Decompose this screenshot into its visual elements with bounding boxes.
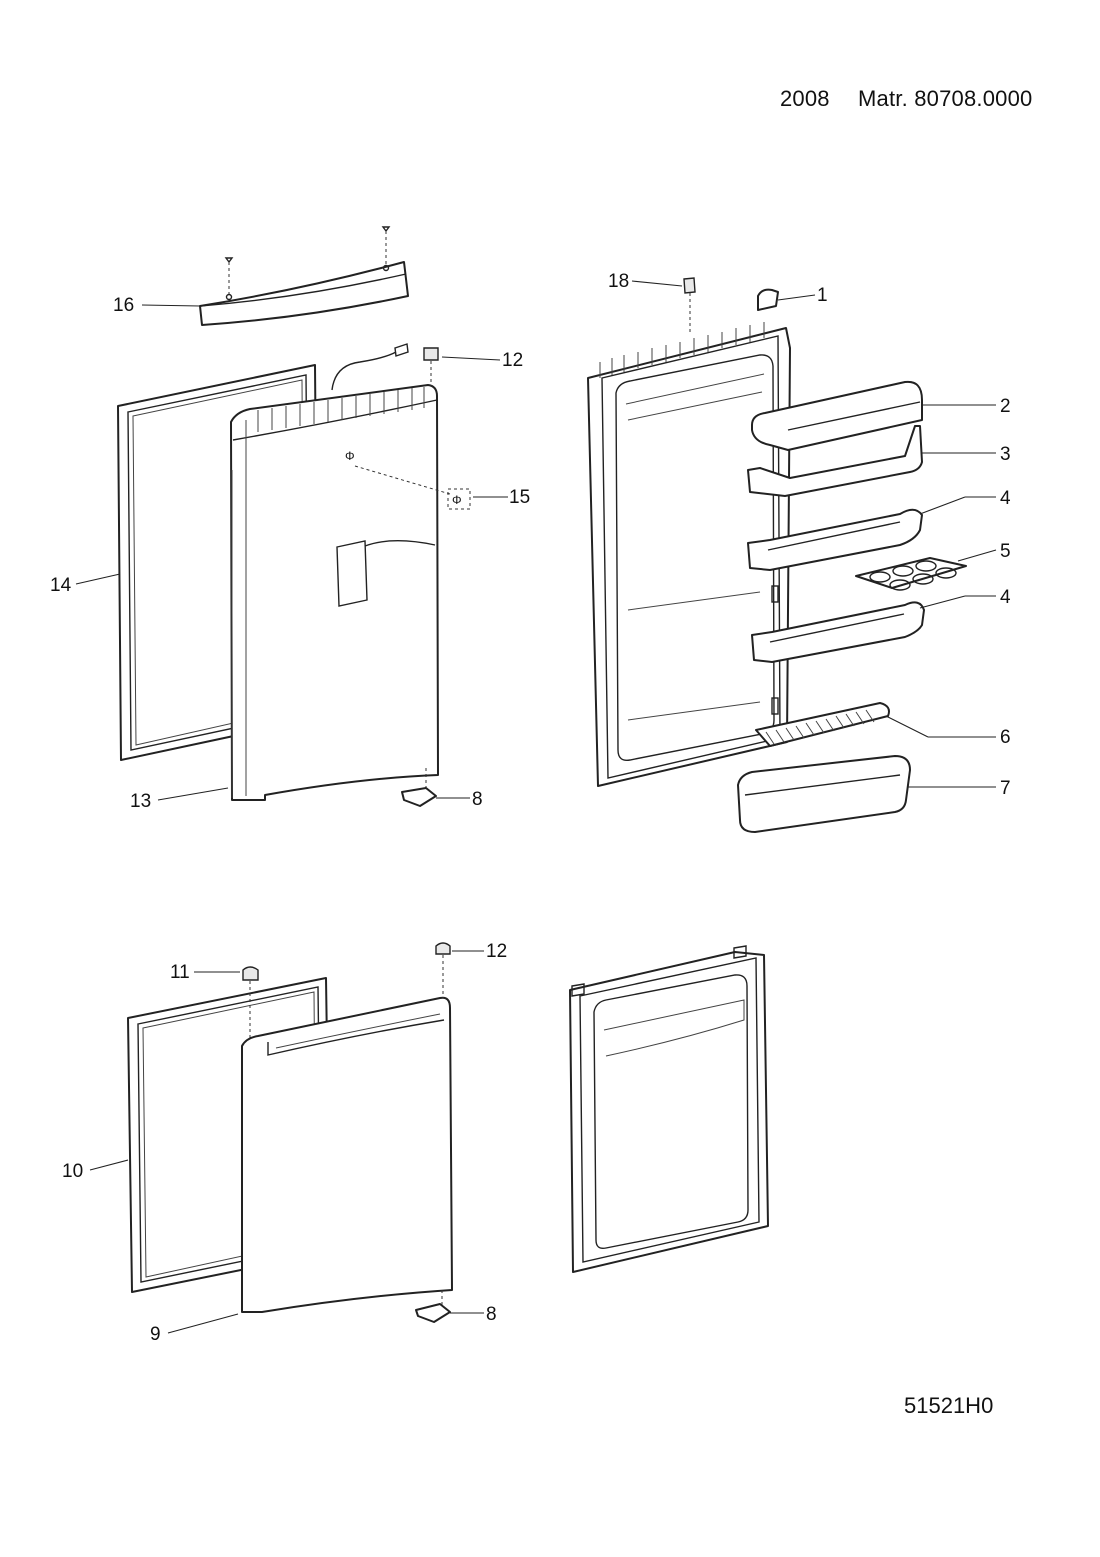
callout-8-upper: 8 [472, 789, 483, 810]
svg-text:Φ: Φ [452, 493, 462, 507]
callout-4-upper: 4 [1000, 488, 1011, 509]
svg-text:Φ: Φ [345, 449, 355, 463]
part-18-clip [683, 277, 696, 294]
part-3-door-shelf [747, 425, 923, 497]
part-15-logo-badge: Φ [447, 488, 471, 510]
callout-5: 5 [1000, 541, 1011, 562]
part-1-cap [757, 288, 779, 311]
header-matr-number: Matr. 80708.0000 [858, 86, 1033, 111]
part-12-pin-upper [423, 347, 439, 386]
part-16-top-cover [199, 261, 409, 326]
callout-4-lower: 4 [1000, 587, 1011, 608]
part-9-freezer-door-panel [241, 996, 453, 1313]
callout-15: 15 [509, 487, 530, 508]
callout-14: 14 [50, 575, 72, 596]
callout-3: 3 [1000, 444, 1011, 465]
leader-lines [75, 280, 997, 1334]
callout-7: 7 [1000, 778, 1011, 799]
callout-11: 11 [170, 962, 190, 983]
callout-13: 13 [130, 791, 151, 812]
drawing-code: 51521H0 [904, 1393, 994, 1418]
callout-2: 2 [1000, 396, 1011, 417]
callout-8-lower: 8 [486, 1304, 497, 1325]
part-7-bottom-bin [737, 755, 911, 833]
callout-labels: 16 12 15 14 13 8 18 1 2 3 4 5 4 6 7 11 1… [50, 271, 1011, 1345]
part-11-pin [242, 966, 259, 1040]
callout-6: 6 [1000, 727, 1011, 748]
part-8-hinge-lower [415, 1290, 451, 1323]
callout-12-lower: 12 [486, 941, 507, 962]
part-5-egg-tray [855, 557, 967, 591]
part-12-pin-lower [435, 942, 451, 998]
callout-16: 16 [113, 295, 134, 316]
callout-18: 18 [608, 271, 629, 292]
part-4-door-shelf-a [747, 508, 923, 571]
callout-10: 10 [62, 1161, 83, 1182]
freezer-door-inner-liner [569, 945, 769, 1273]
fridge-door-inner-liner [587, 293, 791, 787]
header-year: 2008 [780, 86, 830, 111]
part-13-door-panel: Φ [230, 343, 451, 801]
callout-1: 1 [817, 285, 828, 306]
part-2-dairy-compartment-lid [751, 380, 923, 451]
part-8-hinge-upper [401, 768, 437, 807]
callout-12-upper: 12 [502, 350, 523, 371]
part-16-screws [224, 226, 391, 294]
part-6-bottle-retainer [755, 702, 890, 747]
part-4-door-shelf-b [751, 601, 925, 663]
callout-9: 9 [150, 1324, 161, 1345]
